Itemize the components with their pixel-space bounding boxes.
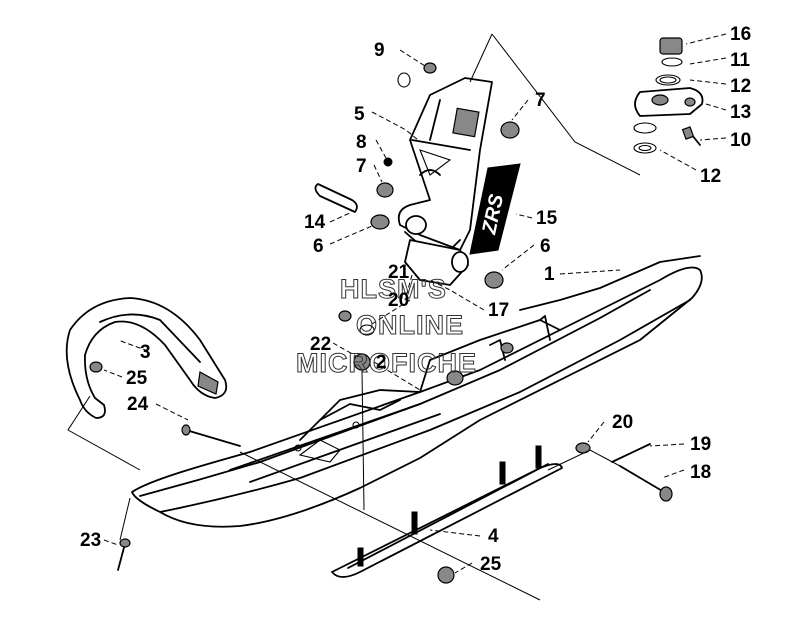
callout-5: 5 [354, 104, 365, 125]
callout-7-right: 7 [535, 90, 546, 111]
callout-19: 19 [690, 434, 711, 455]
callout-8: 8 [356, 132, 367, 153]
callout-1: 1 [544, 264, 555, 285]
callout-15: 15 [536, 208, 558, 229]
callout-23: 23 [80, 530, 101, 551]
callout-13: 13 [730, 102, 751, 123]
callout-20-top: 20 [388, 290, 409, 311]
watermark: HLSM'S ONLINE MICROFICHE [296, 274, 477, 379]
spindle-decal: ZRS [469, 163, 521, 255]
callout-11: 11 [730, 50, 751, 71]
callout-12-bottom: 12 [700, 166, 721, 187]
callout-labels: 9 5 8 7 7 14 6 15 6 1 21 20 17 22 2 3 25… [80, 24, 751, 575]
callout-17: 17 [488, 300, 509, 321]
ski-body [131, 255, 703, 528]
callout-25-top: 25 [126, 368, 148, 389]
callout-22: 22 [310, 334, 331, 355]
callout-2: 2 [376, 352, 387, 373]
callout-18: 18 [690, 462, 711, 483]
hardware-parts [89, 62, 673, 584]
ski-loop-handle [65, 297, 228, 419]
callout-14: 14 [304, 212, 326, 233]
callout-4: 4 [488, 526, 499, 547]
callout-7-left: 7 [356, 156, 367, 177]
callout-12-top: 12 [730, 76, 751, 97]
callout-6-left: 6 [313, 236, 324, 257]
watermark-line-2: ONLINE [356, 310, 464, 340]
callout-21: 21 [388, 262, 410, 283]
steering-arm-assembly [633, 37, 704, 154]
callout-3: 3 [140, 342, 151, 363]
callout-16: 16 [730, 24, 751, 45]
pivot-block [404, 239, 469, 286]
assembly-lines [67, 33, 641, 601]
wear-bar [331, 445, 563, 578]
callout-20-right: 20 [612, 412, 633, 433]
watermark-line-1: HLSM'S [340, 274, 447, 304]
callout-6-right: 6 [540, 236, 551, 257]
leader-lines [103, 33, 727, 574]
callout-25-bottom: 25 [480, 554, 502, 575]
callout-24: 24 [127, 394, 149, 415]
watermark-line-3: MICROFICHE [296, 348, 477, 378]
callout-9: 9 [374, 40, 385, 61]
callout-10: 10 [730, 130, 751, 151]
